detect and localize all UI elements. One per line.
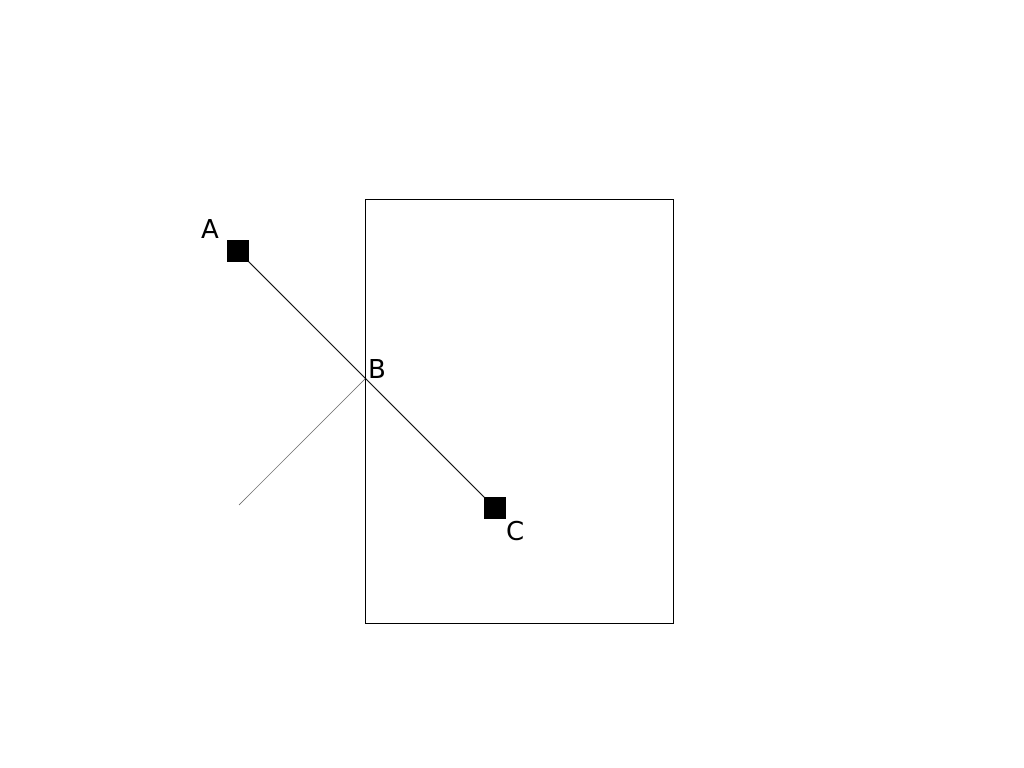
point-c-marker[interactable] <box>484 497 506 519</box>
point-a-label: A <box>201 215 219 245</box>
line-a-to-c <box>237 250 496 509</box>
reflected-line-from-b <box>238 377 367 506</box>
point-c-label: C <box>506 517 524 547</box>
rectangle-region <box>365 199 674 624</box>
point-b-label: B <box>368 355 386 385</box>
point-a-marker[interactable] <box>227 240 249 262</box>
